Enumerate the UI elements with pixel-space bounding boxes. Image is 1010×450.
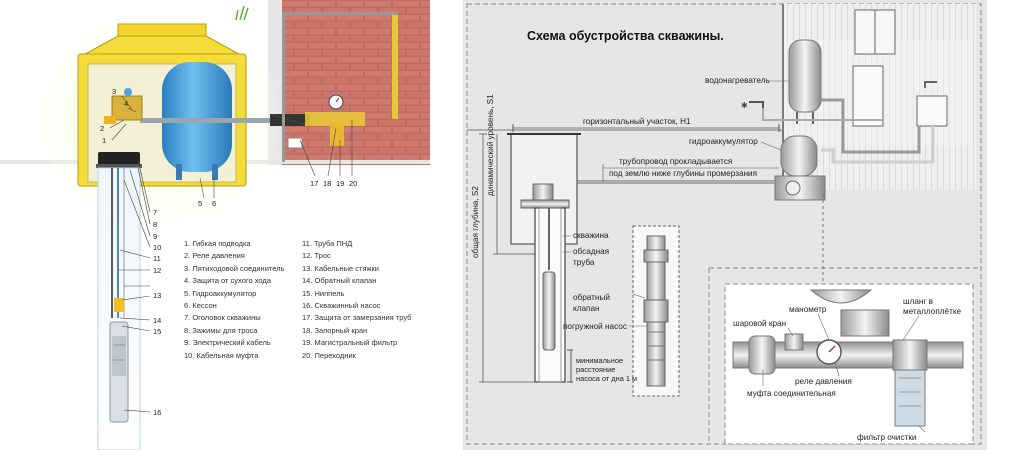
label-ball-valve: шаровой кран [733, 319, 786, 328]
legend-item: 12. Трос [302, 251, 331, 261]
callout-14: 14 [153, 316, 161, 325]
label-pipeline-line2: под землю ниже глубины промерзания [609, 169, 757, 178]
callout-lines [109, 95, 353, 413]
hydroaccumulator-tank [162, 62, 232, 180]
total-depth-label: общая глубина, S2 [471, 186, 480, 258]
label-hydroaccumulator: гидроаккумулятор [689, 137, 758, 146]
label-filter: фильтр очистки [857, 433, 917, 442]
callout-15: 15 [153, 327, 161, 336]
callout-19: 19 [336, 179, 344, 188]
label-water-heater: водонагреватель [705, 76, 770, 85]
callout-10: 10 [153, 243, 161, 252]
legend-column-2: 11. Труба ПНД 12. Трос 13. Кабельные стя… [302, 238, 411, 362]
label-hose-line1: шланг в [903, 297, 933, 306]
callout-18: 18 [323, 179, 331, 188]
callout-6: 6 [212, 199, 216, 208]
legend-item: 10. Кабельная муфта [184, 350, 259, 360]
well-installation-illustration: 3 4 2 1 5 6 7 8 9 10 11 12 13 14 15 16 1… [0, 0, 430, 450]
pump-small [542, 271, 556, 351]
legend-column-1: 1. Гибкая подводка 2. Реле давления 3. П… [184, 238, 284, 362]
legend-item: 20. Переходник [302, 350, 356, 360]
callout-3: 3 [112, 87, 116, 96]
legend-item: 14. Обратный клапан [302, 276, 377, 286]
legend-item: 2. Реле давления [184, 251, 245, 261]
label-coupling: муфта соединительная [747, 389, 836, 398]
callout-7: 7 [153, 208, 157, 217]
pump-detail [632, 225, 680, 397]
label-min-distance-line3: насоса от дна 1 м [576, 374, 637, 383]
label-check-valve-line2: клапан [573, 304, 600, 313]
svg-text:✱: ✱ [741, 101, 748, 110]
water-heater [788, 39, 822, 124]
depth-dimensions [479, 133, 535, 383]
legend-item: 4. Защита от сухого хода [184, 276, 271, 286]
label-hose-line2: металлоплётке [903, 307, 962, 316]
legend-item: 15. Ниппель [302, 288, 345, 298]
label-pipeline-line1: трубопровод прокладывается [619, 157, 732, 166]
label-pressure-relay: реле давления [795, 377, 852, 386]
legend-item: 13. Кабельные стяжки [302, 263, 379, 273]
legend-item: 18. Запорный кран [302, 325, 368, 335]
legend-item: 16. Скважинный насос [302, 301, 381, 311]
legend-item: 5. Гидроаккумулятор [184, 288, 257, 298]
label-min-distance-line1: минимальное [576, 356, 623, 365]
legend-item: 11. Труба ПНД [302, 239, 353, 248]
callout-17: 17 [310, 179, 318, 188]
left-diagram-panel: 3 4 2 1 5 6 7 8 9 10 11 12 13 14 15 16 1… [0, 0, 430, 450]
callout-11: 11 [153, 254, 161, 263]
legend-item: 8. Зажимы для троса [184, 325, 258, 335]
right-diagram-panel: ✱ [463, 0, 987, 450]
label-check-valve-line1: обратный [573, 293, 610, 302]
well-head [98, 152, 140, 166]
callout-12: 12 [153, 266, 161, 275]
legend-item: 7. Оголовок скважины [184, 313, 261, 323]
label-well: скважина [573, 231, 609, 240]
legend-item: 6. Кессон [184, 301, 217, 311]
label-submersible-pump: погружной насос [563, 322, 627, 331]
legend-item: 17. Защита от замерзания труб [302, 313, 412, 323]
legend-item: 9. Электрический кабель [184, 338, 271, 348]
callout-8: 8 [153, 220, 157, 229]
legend-item: 19. Магистральный фильтр [302, 338, 398, 348]
callout-4: 4 [124, 99, 128, 108]
filter-assembly [732, 289, 964, 427]
label-min-distance-line2: расстояние [576, 365, 615, 374]
house-hydroaccumulator [774, 135, 826, 201]
legend-item: 3. Пятиходовой соединитель [184, 263, 285, 273]
dynamic-level-label: динамический уровень, S1 [486, 94, 495, 196]
callout-5: 5 [198, 199, 202, 208]
callout-2: 2 [100, 124, 104, 133]
label-manometer: манометр [789, 305, 827, 314]
label-casing-line1: обсадная [573, 247, 609, 256]
legend-item: 1. Гибкая подводка [184, 239, 251, 248]
callout-9: 9 [153, 232, 157, 241]
diagram-title: Схема обустройства скважины. [527, 29, 724, 43]
well-scheme-diagram: ✱ [466, 3, 982, 445]
callout-13: 13 [153, 291, 161, 300]
label-casing-line2: труба [573, 258, 595, 267]
callout-16: 16 [153, 408, 161, 417]
callout-1: 1 [102, 136, 106, 145]
label-horizontal-section: горизонтальный участок, H1 [583, 117, 691, 126]
callout-20: 20 [349, 179, 357, 188]
